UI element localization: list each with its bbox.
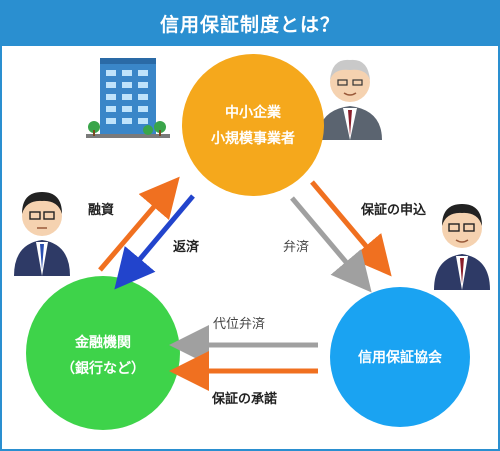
apply-label: 保証の申込 xyxy=(360,202,427,218)
sme-label-line2: 小規模事業者 xyxy=(211,130,295,147)
bank-label-line1: 金融機関 xyxy=(74,334,131,351)
page-title: 信用保証制度とは？ xyxy=(0,0,500,46)
repay-to-guarantee-label: 弁済 xyxy=(283,239,309,255)
repay-to-guarantee-arrow xyxy=(290,196,372,293)
financing-label: 融資 xyxy=(88,202,114,218)
apply-arrow xyxy=(310,180,392,277)
guarantee-node xyxy=(330,287,470,427)
businessman-left-icon xyxy=(14,192,70,276)
businessman-right-icon xyxy=(434,204,490,290)
repayment-label: 返済 xyxy=(173,239,200,255)
bank-node xyxy=(26,276,180,430)
sme-label-line1: 中小企業 xyxy=(225,104,282,121)
bank-label-line2: （銀行など） xyxy=(61,360,145,377)
subrogation-label: 代位弁済 xyxy=(213,316,265,332)
approval-label: 保証の承諾 xyxy=(211,391,277,407)
repayment-arrow xyxy=(114,194,195,290)
building-icon xyxy=(86,58,170,138)
financing-arrow xyxy=(98,176,180,272)
elderly-businessman-icon xyxy=(318,59,382,140)
sme-node xyxy=(182,54,324,196)
guarantee-label: 信用保証協会 xyxy=(358,349,443,366)
